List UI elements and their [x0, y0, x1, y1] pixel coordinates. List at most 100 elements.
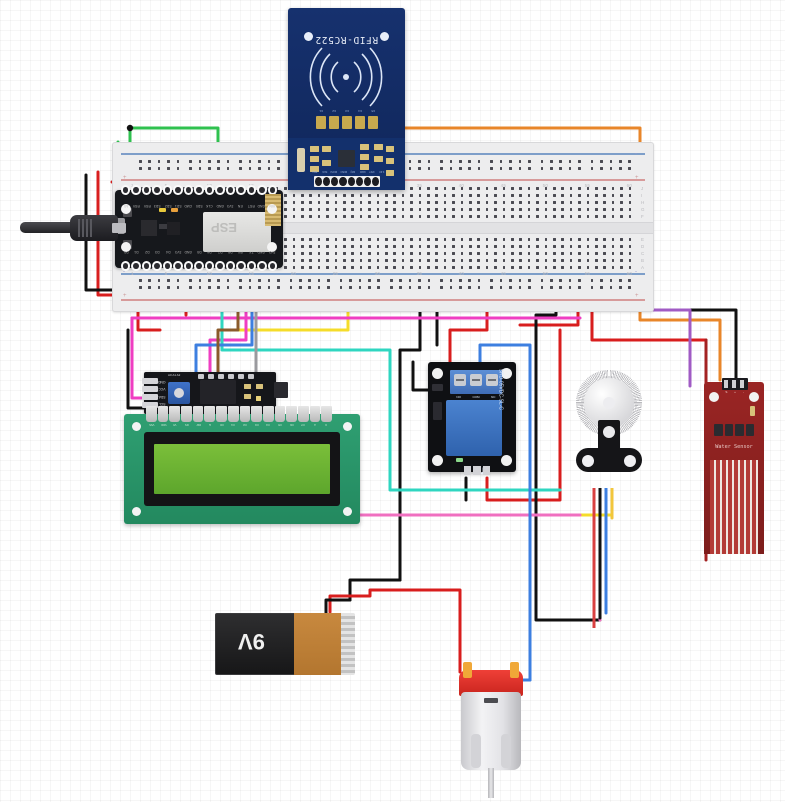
nodemcu-pin[interactable]: [194, 261, 204, 271]
nodemcu-pin[interactable]: [131, 185, 141, 195]
wire-black-lcd-gnd: [126, 328, 152, 410]
nodemcu-pin[interactable]: [257, 185, 267, 195]
nodemcu-pin[interactable]: [141, 185, 152, 195]
nodemcu-pin-label: D0: [123, 250, 129, 254]
nodemcu-pin[interactable]: [173, 261, 183, 271]
breadboard-rail-marker: +: [635, 175, 639, 181]
nodemcu-pin-label: RST: [247, 204, 255, 208]
nodemcu-pin-label: SD1: [174, 204, 182, 208]
breadboard-column-number: 55: [584, 183, 591, 188]
wire-red-right-down: [590, 298, 708, 342]
nodemcu-pin[interactable]: [152, 185, 162, 195]
i2c-pin-header[interactable]: [142, 378, 158, 408]
rfid-pin-header[interactable]: [314, 176, 380, 187]
i2c-address-jumper-label: A0 A1 A2: [168, 373, 181, 377]
lcd-pin-label: RS: [184, 423, 189, 426]
breadboard-column-number: 45: [500, 271, 507, 276]
relay-terminal-label: COM: [472, 395, 480, 399]
relay-input-label: -: [485, 466, 487, 470]
nodemcu-pin[interactable]: [131, 261, 141, 271]
mfrc522-chip: [338, 150, 355, 167]
nodemcu-pin-label: SD0: [195, 204, 203, 208]
nodemcu-pin-label: D1: [134, 250, 139, 254]
nodemcu-pin-label: D4: [165, 250, 171, 254]
lcd-pin-label: VDD: [160, 423, 167, 426]
nine-volt-battery[interactable]: 9V: [215, 613, 355, 675]
lcd-pin-label: VSS: [149, 423, 155, 426]
breadboard-column-number: 15: [248, 271, 255, 276]
breadboard-column-number: 35: [416, 183, 423, 188]
lcd-pin-label: D5: [278, 423, 282, 426]
rfid-pin-label: RST: [369, 170, 375, 173]
lcd-pin-label: D2: [243, 423, 247, 426]
lcd-pin-label: D7: [301, 423, 305, 426]
nodemcu-pin[interactable]: [225, 185, 236, 195]
breadboard-column-number: 60: [626, 183, 633, 188]
breadboard-rail-marker: -: [123, 269, 125, 275]
nodemcu-pin[interactable]: [152, 261, 162, 271]
nodemcu-pin-label: 3V3: [175, 250, 182, 254]
optocoupler: [433, 402, 442, 420]
lcd-pin-header[interactable]: [146, 406, 332, 422]
rfid-pin-label: MISO: [339, 170, 347, 173]
nodemcu-pin[interactable]: [121, 185, 131, 195]
lcd-pin-label: V0: [173, 423, 177, 426]
wire-blue-i2c: [194, 280, 254, 380]
nodemcu-pin[interactable]: [162, 185, 173, 195]
nodemcu-pin[interactable]: [141, 261, 152, 271]
nodemcu-pin-label: A0: [124, 204, 129, 208]
nodemcu-pin[interactable]: [121, 261, 131, 271]
water-sensor-pin-label-row: S+-: [722, 390, 748, 394]
rfid-pin-label: 3.3V: [378, 170, 384, 173]
usb-cable[interactable]: [20, 210, 126, 246]
rfid-pin-label: MOSI: [330, 170, 338, 173]
nodemcu-pin[interactable]: [204, 261, 215, 271]
relay-input-header[interactable]: [464, 466, 490, 475]
relay-status-led: [456, 458, 463, 462]
nodemcu-pin[interactable]: [236, 185, 246, 195]
nodemcu-pin[interactable]: [204, 185, 215, 195]
breadboard-row-letter: A: [641, 265, 645, 270]
nodemcu-pin-label: VIN: [268, 204, 275, 208]
rfid-rc522-module[interactable]: RFID-RC522: [288, 8, 405, 190]
nodemcu-pin[interactable]: [267, 261, 278, 271]
breadboard-column-number: 45: [500, 183, 507, 188]
nodemcu-pin[interactable]: [162, 261, 173, 271]
nodemcu-pin-label: GND: [257, 204, 266, 208]
water-level-sensor[interactable]: Water Sensor S+-: [704, 378, 764, 554]
pcf8574-chip: [200, 380, 236, 404]
nodemcu-pin[interactable]: [183, 185, 194, 195]
dc-motor[interactable]: [455, 662, 527, 800]
nodemcu-pin[interactable]: [183, 261, 194, 271]
breadboard-row-letter: D: [641, 244, 645, 249]
relay-input-label: +: [476, 466, 478, 470]
water-sensor-pin-label: +: [734, 390, 736, 394]
nodemcu-pin[interactable]: [215, 261, 225, 271]
nodemcu-pin[interactable]: [257, 261, 267, 271]
nodemcu-pin[interactable]: [173, 185, 183, 195]
rfid-antenna-icon: [309, 47, 383, 107]
relay-screw-terminal[interactable]: [450, 370, 502, 394]
nodemcu-pin[interactable]: [225, 261, 236, 271]
nodemcu-pin-label: GND: [216, 204, 224, 208]
nodemcu-pin-label: GND: [257, 250, 266, 254]
nodemcu-pin-label: D6: [207, 250, 212, 254]
nodemcu-pin-label: CMD: [184, 204, 193, 208]
nodemcu-pin[interactable]: [236, 261, 246, 271]
nodemcu-pin[interactable]: [215, 185, 225, 195]
nodemcu-pin[interactable]: [246, 185, 257, 195]
stepper-motor[interactable]: [570, 370, 648, 490]
relay-body-label: SRD-05VDC-SL-C: [497, 368, 503, 410]
nodemcu-pin[interactable]: [246, 261, 257, 271]
nodemcu-pin-label: RSV: [133, 204, 141, 208]
nodemcu-pin[interactable]: [194, 185, 204, 195]
breadboard-column-number: 40: [458, 271, 465, 276]
